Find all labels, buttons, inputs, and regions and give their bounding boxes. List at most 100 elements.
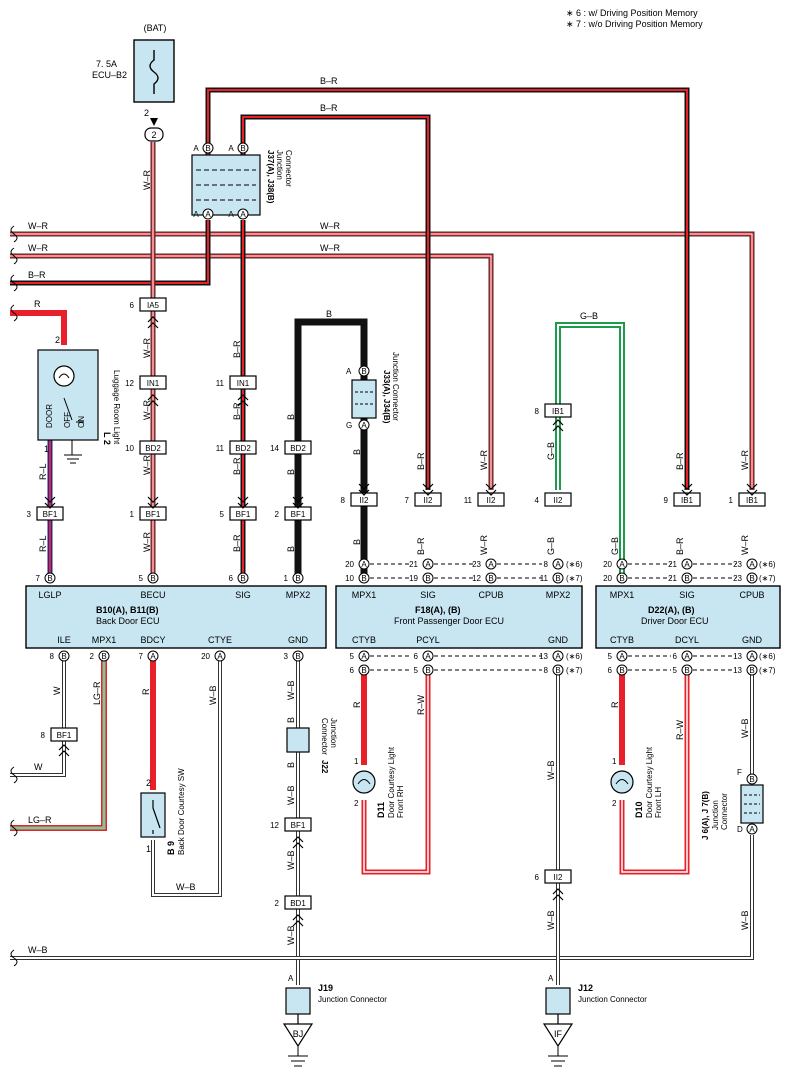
- svg-text:B: B: [488, 574, 493, 583]
- d10-code: D10: [634, 801, 644, 818]
- harness-wr-1: [10, 231, 755, 490]
- svg-text:6: 6: [229, 574, 234, 583]
- svg-text:10: 10: [345, 574, 354, 583]
- j33-pin-g: G: [346, 421, 352, 430]
- bulb-icon-d10: [610, 770, 634, 794]
- svg-text:8: 8: [535, 407, 540, 416]
- b9-code: B 9: [166, 841, 176, 855]
- vlabel-b-mpx1: B: [352, 539, 362, 545]
- j37-name1: Junction: [275, 150, 284, 180]
- note-2: ∗ 7 : w/o Driving Position Memory: [566, 19, 703, 29]
- svg-text:11: 11: [464, 496, 473, 505]
- svg-text:2: 2: [90, 652, 95, 661]
- junction-j33: A B G A J33(A), J34(B) Junction Connecto…: [346, 352, 400, 431]
- label-wr-1: W–R: [28, 221, 49, 231]
- vlabel-b-bf1: B: [286, 469, 296, 475]
- svg-text:6: 6: [535, 873, 540, 882]
- wire-lgr: [10, 658, 107, 831]
- svg-text:5: 5: [220, 510, 225, 519]
- back-ecu-code: B10(A), B11(B): [96, 605, 159, 615]
- svg-text:B: B: [425, 574, 430, 583]
- junction-j37: A B A B A A A A J37(A), J38(B) Junction …: [191, 142, 293, 220]
- vlabel-r-fctyb: R: [352, 701, 362, 708]
- ground-icon-if: [542, 1023, 574, 1048]
- svg-text:6: 6: [130, 301, 135, 310]
- switch-icon: [152, 800, 161, 834]
- back-ecu-name: Back Door ECU: [96, 616, 160, 626]
- svg-text:A: A: [749, 560, 755, 569]
- svg-text:A: A: [684, 560, 690, 569]
- svg-text:BF1: BF1: [57, 731, 72, 740]
- svg-text:A: A: [425, 652, 431, 661]
- j33-pin-a2: A: [361, 421, 367, 430]
- svg-text:B: B: [150, 574, 155, 583]
- vlabel-lgr: LG–R: [92, 681, 102, 705]
- wire-rw-dcyl: [619, 668, 690, 875]
- vlabel-wr-becu: W–R: [142, 532, 152, 553]
- svg-text:7: 7: [405, 496, 410, 505]
- j37-pin-b2: B: [240, 144, 245, 153]
- vlabel-wb-gnd3: W–B: [286, 850, 296, 870]
- svg-text:1: 1: [130, 510, 135, 519]
- label-wr-4: W–R: [320, 243, 341, 253]
- vlabel-wb-ctye: W–B: [208, 685, 218, 705]
- svg-text:A: A: [288, 974, 294, 983]
- svg-text:BD2: BD2: [235, 444, 251, 453]
- svg-text:13: 13: [733, 652, 742, 661]
- wire-r-luggage: [10, 310, 67, 345]
- vlabel-br-fsig: B–R: [416, 537, 426, 555]
- svg-text:9: 9: [664, 496, 669, 505]
- svg-text:(∗6): (∗6): [759, 652, 776, 661]
- svg-text:8: 8: [341, 496, 346, 505]
- j6-name2: Connector: [720, 793, 729, 830]
- svg-text:2: 2: [354, 799, 359, 808]
- svg-text:13: 13: [733, 666, 742, 675]
- svg-text:1: 1: [284, 574, 289, 583]
- svg-text:A: A: [749, 652, 755, 661]
- svg-text:B: B: [684, 574, 689, 583]
- connector-ib1-a: 8 IB1: [535, 403, 572, 418]
- bulb-icon-d11: [352, 770, 376, 794]
- vlabel-r-dctyb: R: [610, 701, 620, 708]
- front-top-mpx1: MPX1: [352, 590, 377, 600]
- front-top-cpub: CPUB: [478, 590, 503, 600]
- svg-text:B: B: [619, 574, 624, 583]
- vlabel-rl-1: R–L: [38, 463, 48, 480]
- vlabel-gb-mpx2: G–B: [546, 537, 556, 555]
- driver-top-sig: SIG: [679, 590, 695, 600]
- d11-name1: Door Courtesy Light: [387, 746, 396, 818]
- front-top-mpx2: MPX2: [546, 590, 571, 600]
- svg-text:12: 12: [472, 574, 481, 583]
- j12-name: Junction Connector: [578, 995, 647, 1004]
- svg-text:IB1: IB1: [552, 407, 565, 416]
- wire-rw-pcyl: [361, 668, 431, 875]
- note-1: ∗ 6 : w/ Driving Position Memory: [566, 8, 698, 18]
- j22-name1: Junction: [329, 718, 338, 748]
- j6-name1: Junction: [711, 800, 720, 830]
- vlabel-wr-cpub: W–R: [479, 535, 489, 556]
- svg-text:BD2: BD2: [145, 444, 161, 453]
- svg-text:BD1: BD1: [290, 899, 306, 908]
- svg-text:5: 5: [350, 652, 355, 661]
- label-w-1: W: [34, 762, 43, 772]
- ground-icon-luggage: [64, 440, 82, 464]
- label-wr-3: W–R: [28, 243, 49, 253]
- svg-text:BD2: BD2: [290, 444, 306, 453]
- vlabel-b-j33: B: [352, 449, 362, 455]
- svg-text:13: 13: [539, 652, 548, 661]
- j22-code: J22: [320, 760, 329, 774]
- svg-text:(∗7): (∗7): [759, 574, 776, 583]
- svg-text:B: B: [295, 574, 300, 583]
- front-ecu-name: Front Passenger Door ECU: [394, 616, 504, 626]
- j33-pin-b: B: [361, 367, 366, 376]
- svg-text:23: 23: [733, 560, 742, 569]
- svg-text:D: D: [737, 825, 743, 834]
